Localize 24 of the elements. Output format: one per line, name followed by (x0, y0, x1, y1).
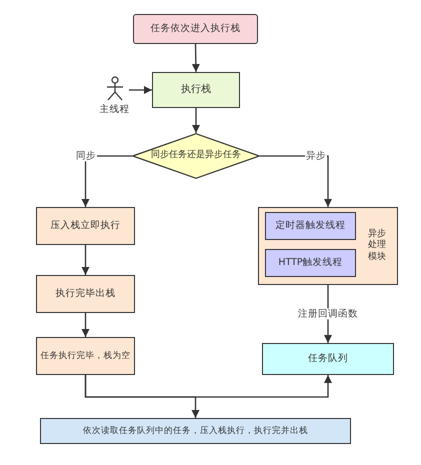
arrow (260, 155, 332, 207)
arrow (82, 313, 90, 337)
person-label: 主线程 (100, 104, 130, 116)
arrow (129, 86, 152, 94)
arrow (82, 245, 90, 275)
process-box: 任务执行完毕，栈为空 (36, 337, 135, 375)
decision-diamond: 同步任务还是异步任务 (132, 133, 260, 179)
edge-label: 异步 (305, 150, 327, 162)
process-box: 压入栈立即执行 (36, 207, 135, 245)
group-label: 异步处理模块 (367, 229, 387, 263)
process-box: HTTP触发线程 (265, 249, 356, 277)
process-box: 执行完毕出栈 (36, 275, 135, 313)
process-box: 依次读取任务队列中的任务，压入栈执行，执行完并出栈 (40, 418, 351, 444)
arrow (192, 44, 200, 72)
edge-label: 同步 (75, 150, 97, 162)
process-box: 任务依次进入执行栈 (133, 14, 258, 44)
process-box: 定时器触发线程 (265, 212, 356, 240)
arrow (82, 155, 132, 207)
process-box: 执行栈 (152, 72, 240, 108)
edge-label: 注册回调函数 (297, 308, 359, 320)
arrow (192, 108, 200, 133)
group-box (258, 207, 398, 285)
arrow (84, 375, 200, 418)
process-box: 任务队列 (262, 343, 394, 375)
